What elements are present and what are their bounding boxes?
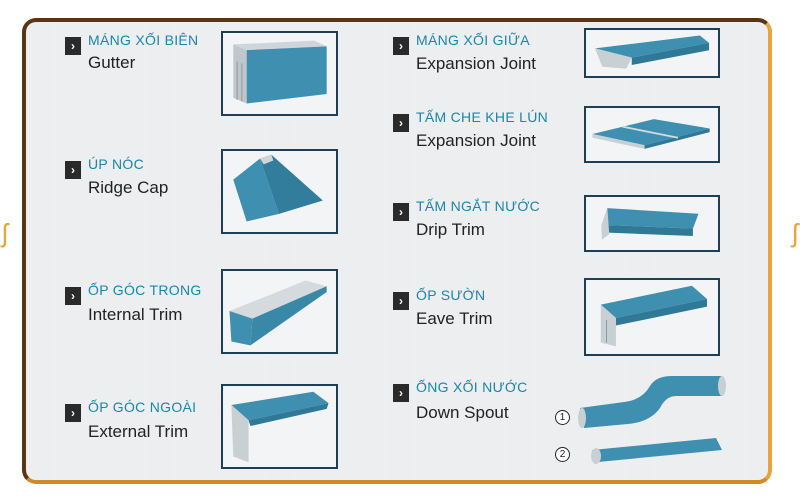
item-en-label: Expansion Joint (416, 131, 537, 150)
item-en-label: Down Spout (416, 403, 509, 422)
item-vi-label: MÁNG XỐI BIÊN (88, 32, 199, 48)
gutter-icon (221, 31, 338, 116)
flame-ornament-left-icon: ʃ (2, 218, 8, 248)
item-vi-label: ÚP NÓC (88, 156, 144, 172)
item-vi-label: MÁNG XỐI GIỮA (416, 32, 530, 48)
internal-trim-icon (221, 269, 338, 354)
item-vi-label: TẤM CHE KHE LÚN (416, 109, 549, 125)
arrow-bullet-icon: › (393, 114, 409, 132)
spout-number-2: 2 (555, 447, 570, 462)
down-spout-straight-icon (586, 432, 726, 470)
arrow-bullet-icon: › (393, 292, 409, 310)
flame-ornament-right-icon: ʃ (792, 218, 798, 248)
item-en-label: Ridge Cap (88, 178, 169, 197)
item-vi-label: TẤM NGẮT NƯỚC (416, 198, 541, 214)
item-en-label: Expansion Joint (416, 54, 537, 73)
arrow-bullet-icon: › (65, 287, 81, 305)
arrow-bullet-icon: › (65, 37, 81, 55)
item-en-label: Internal Trim (88, 305, 183, 324)
arrow-bullet-icon: › (393, 37, 409, 55)
external-trim-icon (221, 384, 338, 469)
expansion-joint-gutter-icon (584, 28, 720, 78)
item-vi-label: ỐP SƯỜN (416, 287, 486, 303)
arrow-bullet-icon: › (65, 161, 81, 179)
arrow-bullet-icon: › (393, 384, 409, 402)
spout-number-1: 1 (555, 410, 570, 425)
item-vi-label: ỐP GÓC TRONG (88, 282, 202, 298)
item-en-label: Drip Trim (416, 220, 485, 239)
item-en-label: Gutter (88, 53, 136, 72)
drip-trim-icon (584, 195, 720, 252)
item-en-label: External Trim (88, 422, 189, 441)
arrow-bullet-icon: › (65, 404, 81, 422)
item-en-label: Eave Trim (416, 309, 493, 328)
eave-trim-icon (584, 278, 720, 356)
item-vi-label: ỐNG XỐI NƯỚC (416, 379, 528, 395)
expansion-joint-cover-icon (584, 106, 720, 163)
arrow-bullet-icon: › (393, 203, 409, 221)
item-vi-label: ỐP GÓC NGOÀI (88, 399, 197, 415)
down-spout-elbow-icon (576, 368, 726, 432)
ridge-cap-icon (221, 149, 338, 234)
